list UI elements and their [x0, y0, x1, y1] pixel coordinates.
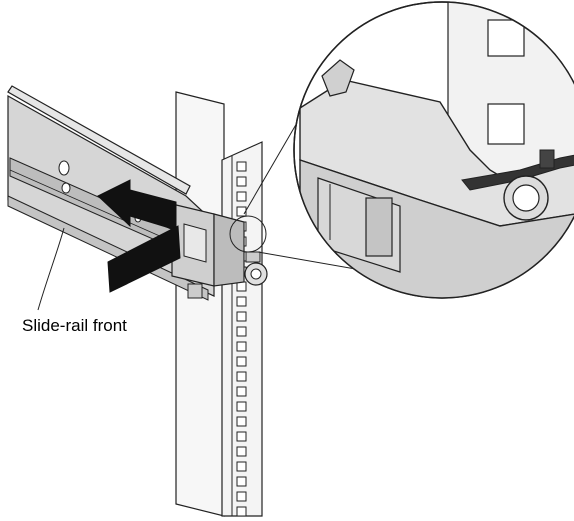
rack-hole [236, 446, 247, 457]
rack-hole [236, 371, 247, 382]
rack-hole [236, 206, 247, 217]
magnified-detail-view [293, 1, 574, 299]
rack-hole [236, 311, 247, 322]
rack-hole [236, 191, 247, 202]
insert-direction-arrow-lower [107, 225, 181, 293]
rack-hole [236, 296, 247, 307]
rack-hole [236, 386, 247, 397]
rack-hole [236, 176, 247, 187]
rack-hole [236, 356, 247, 367]
rack-hole [236, 161, 247, 172]
slide-rail-front-label: Slide-rail front [22, 316, 127, 335]
rack-hole [236, 341, 247, 352]
front-rack-post [221, 141, 263, 517]
rack-hole [236, 326, 247, 337]
rack-hole [236, 491, 247, 502]
rack-hole [236, 401, 247, 412]
rack-hole [236, 506, 247, 517]
rack-hole [236, 461, 247, 472]
rack-hole [236, 416, 247, 427]
rack-hole [236, 476, 247, 487]
rear-rack-post [175, 91, 225, 517]
rack-hole [236, 431, 247, 442]
label-leader-line [37, 227, 65, 311]
insert-direction-arrow-upper [97, 179, 177, 231]
